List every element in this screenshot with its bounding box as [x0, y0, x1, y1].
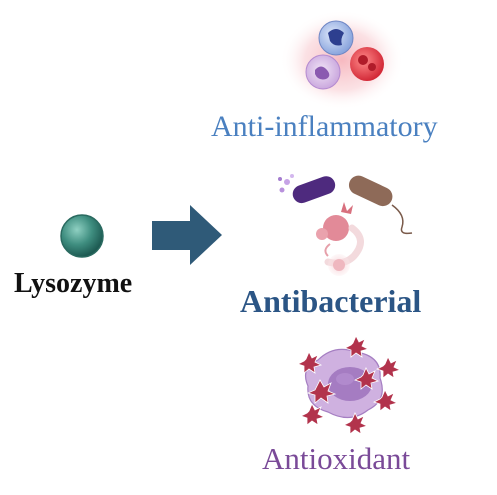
immune-cells-icon [280, 10, 404, 110]
antioxidant-label: Antioxidant [262, 441, 411, 476]
lysozyme-label: Lysozyme [14, 268, 133, 299]
anti-inflammatory-label: Anti-inflammatory [211, 110, 438, 143]
oxidative-cell-icon [296, 335, 402, 435]
arrow-icon [152, 205, 222, 265]
antibacterial-label: Antibacterial [240, 283, 422, 319]
bacteria-icon [278, 174, 413, 276]
lysozyme-sphere-icon [60, 214, 104, 258]
